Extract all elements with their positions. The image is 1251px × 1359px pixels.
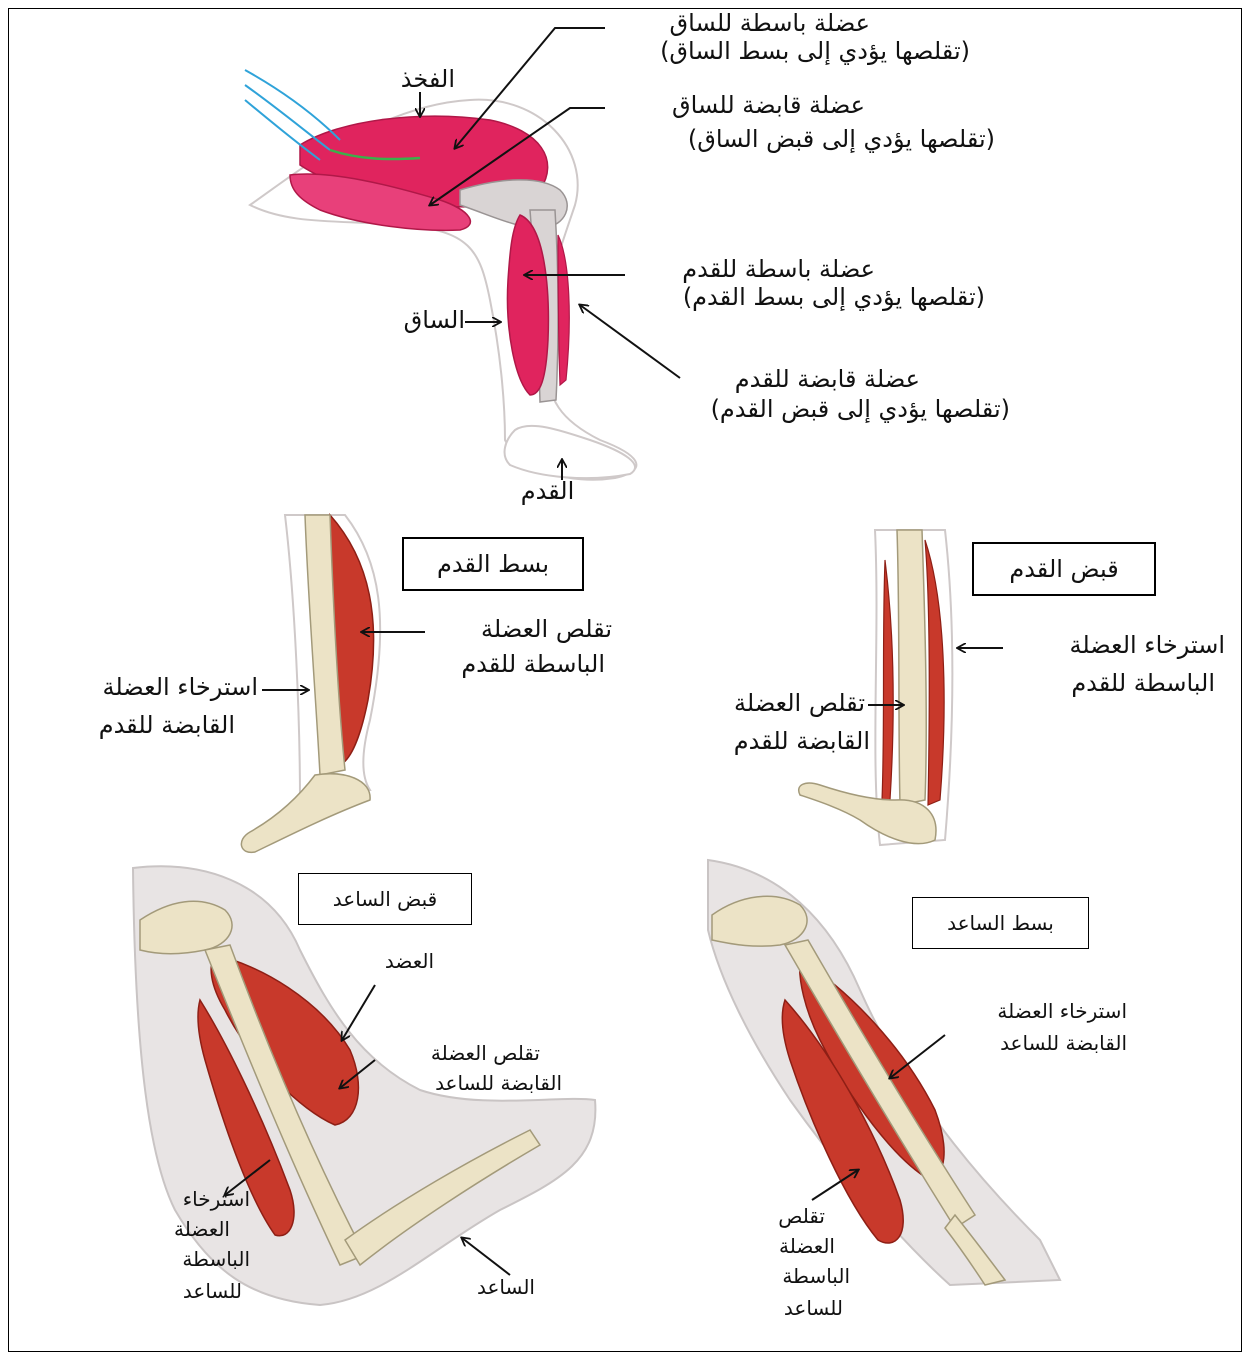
forearm-flex-relax-line3: الباسطة: [150, 1248, 250, 1271]
forearm-flexion-title: قبض الساعد: [333, 887, 437, 911]
forearm-ext-contract-line1: تقلص: [755, 1205, 825, 1228]
foot-ext-relax-line1: استرخاء العضلة: [40, 674, 258, 702]
foot-flexor-note: (تقلصها يؤدي إلى قبض القدم): [625, 396, 1010, 424]
foot-bones-ext: [241, 774, 370, 853]
foot-flexion-title: قبض القدم: [1009, 555, 1118, 583]
leg-extensor-title: عضلة باسطة للساق: [610, 10, 870, 38]
foot-extensor-title: عضلة باسطة للقدم: [630, 256, 875, 284]
foot-flex-relax-line1: استرخاء العضلة: [1005, 632, 1225, 660]
forearm-extension-title: بسط الساعد: [947, 911, 1054, 935]
foot-flexion-illustration: [799, 530, 953, 845]
foot-flex-contract-line2: القابضة للقدم: [680, 728, 870, 756]
forearm-ext-contract-line4: للساعد: [755, 1297, 843, 1320]
forearm-flexion-title-box: قبض الساعد: [298, 873, 472, 925]
forearm-label: الساعد: [445, 1276, 535, 1299]
foot-flex-relax-line2: الباسطة للقدم: [1005, 670, 1215, 698]
leg-flexor-note: (تقلصها يؤدي إلى قبض الساق): [595, 126, 995, 154]
foot-flex-contract-line1: تقلص العضلة: [680, 690, 865, 718]
foot-outline: [505, 426, 635, 478]
upper-arm-label: العضد: [362, 950, 434, 973]
thigh-label: الفخذ: [380, 66, 455, 94]
forearm-extension-title-box: بسط الساعد: [912, 897, 1089, 949]
foot-flexion-title-box: قبض القدم: [972, 542, 1156, 596]
leg-extensor-note: (تقلصها يؤدي إلى بسط الساق): [560, 38, 970, 66]
shank-label: الساق: [375, 307, 465, 335]
forearm-flex-contract-line2: القابضة للساعد: [380, 1072, 562, 1095]
foot-extension-title-box: بسط القدم: [402, 537, 584, 591]
tibia-bone-flex: [897, 530, 926, 805]
nerve-lines: [245, 70, 340, 160]
foot-ext-relax-line2: القابضة للقدم: [40, 712, 235, 740]
forearm-flex-relax-line4: للساعد: [150, 1280, 242, 1303]
foot-flexor-title: عضلة قابضة للقدم: [685, 366, 920, 394]
forearm-flex-relax-line1: استرخاء: [150, 1188, 250, 1211]
foot-ext-contract-line2: الباسطة للقدم: [400, 651, 605, 679]
forearm-ext-relax-line1: استرخاء العضلة: [945, 1000, 1127, 1023]
foot-ext-contract-line1: تقلص العضلة: [400, 616, 612, 644]
shin-muscle: [558, 235, 569, 385]
foot-extensor-note: (تقلصها يؤدي إلى بسط القدم): [595, 284, 985, 312]
forearm-flex-contract-line1: تقلص العضلة: [380, 1042, 540, 1065]
forearm-ext-contract-line2: العضلة: [755, 1235, 835, 1258]
forearm-ext-contract-line3: الباسطة: [755, 1265, 850, 1288]
forearm-flex-relax-line2: العضلة: [150, 1218, 230, 1241]
leg-flexor-title: عضلة قابضة للساق: [610, 92, 865, 120]
foot-extension-title: بسط القدم: [437, 550, 549, 578]
forearm-ext-relax-line2: القابضة للساعد: [945, 1032, 1127, 1055]
foot-extension-illustration: [241, 515, 380, 852]
foot-label: القدم: [510, 478, 585, 506]
